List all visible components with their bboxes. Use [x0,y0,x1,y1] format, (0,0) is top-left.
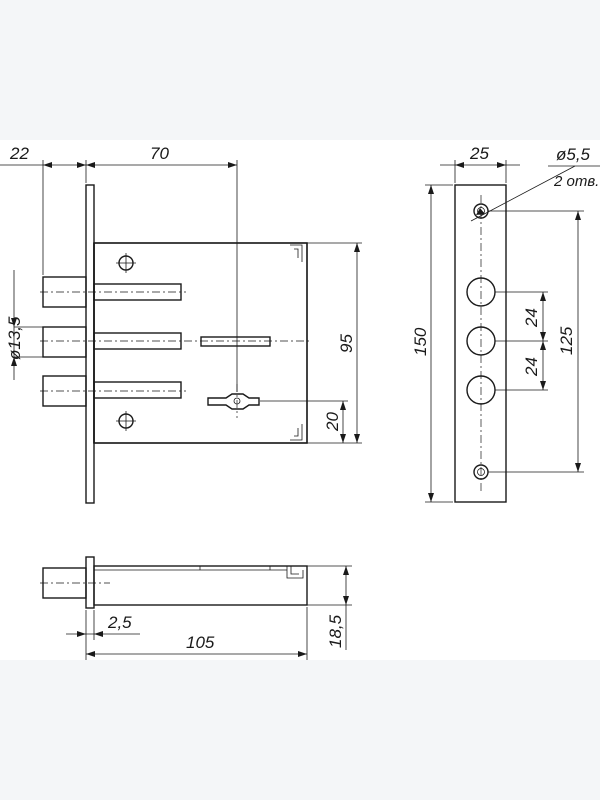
corner-bracket-bottom [290,424,303,441]
dim-hole-diameter: ø5,5 [556,145,591,164]
corner-bracket-top [290,244,303,262]
dim-hole-spacing-upper: 24 [522,308,541,328]
bolt-outer-2 [42,326,87,358]
bottom-band [0,660,600,800]
side-view: 2,5 105 18,5 [40,556,352,660]
top-band [0,0,600,140]
bolt-inner-3 [93,381,182,399]
dim-top-left-offset: 22 [9,144,29,163]
dim-mount-hole-spacing: 125 [557,326,576,355]
dim-hole-spacing-lower: 24 [522,357,541,377]
front-view: 22 70 ø13,5 95 20 [0,144,362,504]
dim-faceplate-thickness: 2,5 [107,613,132,632]
dim-top-body-width: 70 [150,144,169,163]
dim-faceplate-length: 150 [411,327,430,356]
keyhole [207,384,260,418]
dim-body-depth: 18,5 [326,614,345,648]
dim-key-offset: 20 [323,412,342,432]
side-body [93,565,308,606]
side-faceplate [85,556,95,609]
dim-body-height: 95 [337,334,356,353]
dim-bolt-diameter: ø13,5 [5,316,24,360]
dim-total-length: 105 [186,633,215,652]
faceplate-view: 25 ø5,5 2 отв. 150 24 24 125 [411,144,600,503]
dim-hole-count: 2 отв. [553,173,599,190]
dim-faceplate-width: 25 [469,144,489,163]
handle-slot [200,336,271,347]
faceplate [454,184,507,503]
faceplate-side [85,184,95,504]
